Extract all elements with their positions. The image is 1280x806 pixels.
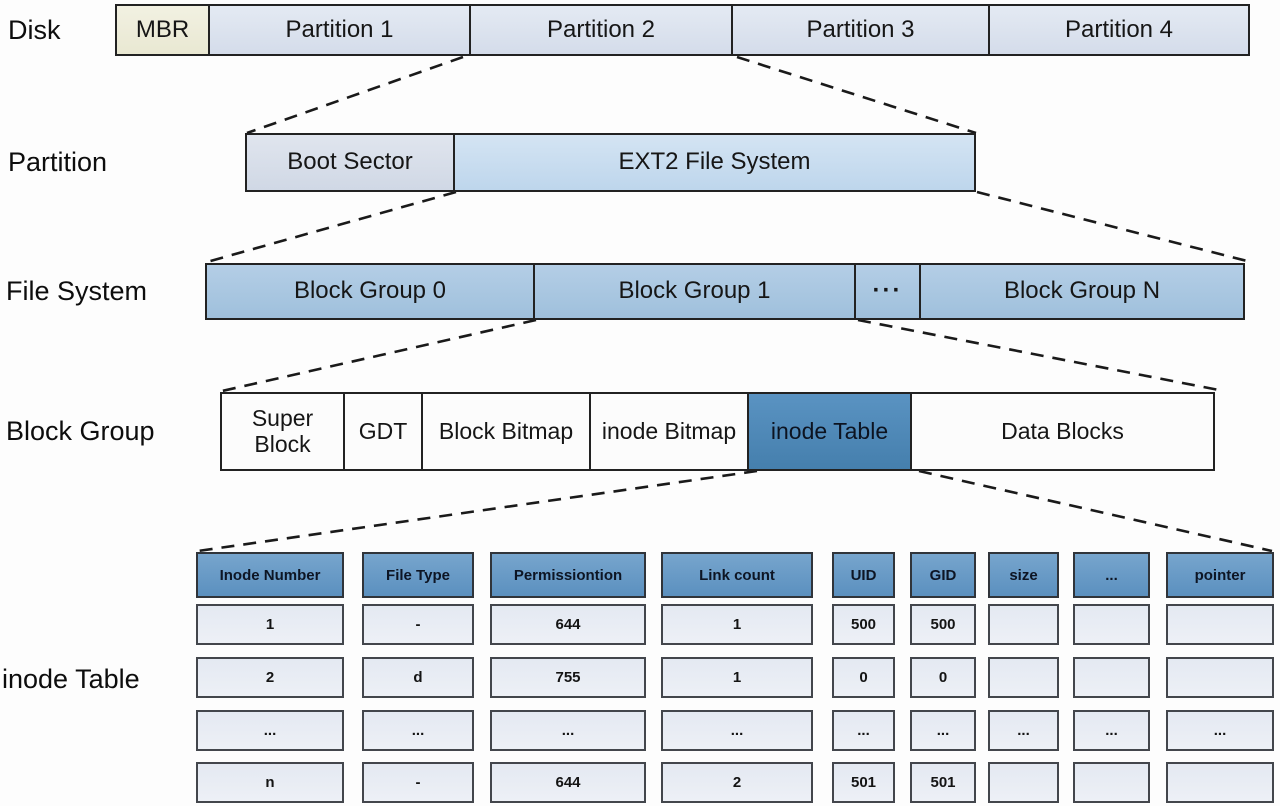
file-system-row-label: File System bbox=[6, 276, 148, 306]
inode-cell: 0 bbox=[832, 657, 895, 698]
inode-cell: 644 bbox=[490, 604, 646, 645]
inode-cell: 500 bbox=[832, 604, 895, 645]
inode-cell: 644 bbox=[490, 762, 646, 803]
block-group-row: Super Block GDT Block Bitmap inode Bitma… bbox=[220, 392, 1215, 471]
inode-table-header-pointer: pointer bbox=[1166, 552, 1274, 598]
inode-table-label: inode Table bbox=[2, 663, 140, 694]
inode-table-header-ellipsis: ... bbox=[1073, 552, 1150, 598]
disk-segment-partition4: Partition 4 bbox=[988, 4, 1250, 56]
disk-segment-partition3: Partition 3 bbox=[731, 4, 990, 56]
inode-cell bbox=[1166, 604, 1274, 645]
block-group-segment-inode-bitmap: inode Bitmap bbox=[589, 392, 749, 471]
inode-cell bbox=[1073, 604, 1150, 645]
inode-cell: 0 bbox=[910, 657, 976, 698]
file-system-segment-block-group-0: Block Group 0 bbox=[205, 263, 535, 320]
partition-row: Boot Sector EXT2 File System bbox=[245, 133, 976, 192]
inode-cell: ... bbox=[832, 710, 895, 751]
inode-cell: 500 bbox=[910, 604, 976, 645]
inode-cell: 1 bbox=[661, 657, 813, 698]
inode-cell: ... bbox=[1073, 710, 1150, 751]
inode-cell bbox=[1166, 762, 1274, 803]
disk-segment-partition2: Partition 2 bbox=[469, 4, 733, 56]
inode-cell bbox=[1073, 762, 1150, 803]
inode-cell bbox=[988, 762, 1059, 803]
inode-cell bbox=[988, 657, 1059, 698]
inode-cell: n bbox=[196, 762, 344, 803]
disk-row-label: Disk bbox=[8, 14, 61, 45]
inode-cell: ... bbox=[362, 710, 474, 751]
block-group-segment-gdt: GDT bbox=[343, 392, 423, 471]
file-system-segment-ellipsis: ··· bbox=[854, 263, 921, 320]
inode-cell: ... bbox=[661, 710, 813, 751]
inode-table-header-row: Inode Number File Type Permissiontion Li… bbox=[196, 552, 1274, 598]
inode-table-row: 2 d 755 1 0 0 bbox=[196, 657, 1274, 698]
inode-table-header-inode-number: Inode Number bbox=[196, 552, 344, 598]
inode-cell: ... bbox=[1166, 710, 1274, 751]
partition-segment-ext2: EXT2 File System bbox=[453, 133, 976, 192]
inode-cell: 1 bbox=[196, 604, 344, 645]
inode-cell: - bbox=[362, 604, 474, 645]
inode-cell: ... bbox=[196, 710, 344, 751]
inode-table-header-permission: Permissiontion bbox=[490, 552, 646, 598]
partition-segment-boot-sector: Boot Sector bbox=[245, 133, 455, 192]
file-system-segment-block-group-n: Block Group N bbox=[919, 263, 1245, 320]
inode-table-header-gid: GID bbox=[910, 552, 976, 598]
disk-segment-mbr: MBR bbox=[115, 4, 210, 56]
disk-row: MBR Partition 1 Partition 2 Partition 3 … bbox=[115, 4, 1250, 56]
file-system-segment-block-group-1: Block Group 1 bbox=[533, 263, 856, 320]
inode-table-header-uid: UID bbox=[832, 552, 895, 598]
block-group-segment-super-block: Super Block bbox=[220, 392, 345, 471]
inode-table-row: ... ... ... ... ... ... ... ... ... bbox=[196, 710, 1274, 751]
block-group-segment-block-bitmap: Block Bitmap bbox=[421, 392, 591, 471]
inode-cell: d bbox=[362, 657, 474, 698]
file-system-row: Block Group 0 Block Group 1 ··· Block Gr… bbox=[205, 263, 1245, 320]
inode-cell bbox=[988, 604, 1059, 645]
inode-cell: 755 bbox=[490, 657, 646, 698]
block-group-segment-data-blocks: Data Blocks bbox=[910, 392, 1215, 471]
inode-cell: ... bbox=[988, 710, 1059, 751]
inode-cell: ... bbox=[490, 710, 646, 751]
disk-segment-partition1: Partition 1 bbox=[208, 4, 471, 56]
inode-table-row: 1 - 644 1 500 500 bbox=[196, 604, 1274, 645]
inode-cell: 501 bbox=[832, 762, 895, 803]
inode-cell: 501 bbox=[910, 762, 976, 803]
inode-cell: 2 bbox=[661, 762, 813, 803]
inode-cell: 2 bbox=[196, 657, 344, 698]
block-group-segment-inode-table: inode Table bbox=[747, 392, 912, 471]
inode-table-header-size: size bbox=[988, 552, 1059, 598]
inode-table-row: n - 644 2 501 501 bbox=[196, 762, 1274, 803]
inode-table-header-file-type: File Type bbox=[362, 552, 474, 598]
partition-row-label: Partition bbox=[8, 147, 108, 177]
inode-cell bbox=[1073, 657, 1150, 698]
inode-cell: 1 bbox=[661, 604, 813, 645]
block-group-row-label: Block Group bbox=[6, 416, 155, 446]
inode-table-header-link-count: Link count bbox=[661, 552, 813, 598]
inode-cell bbox=[1166, 657, 1274, 698]
inode-cell: - bbox=[362, 762, 474, 803]
inode-cell: ... bbox=[910, 710, 976, 751]
